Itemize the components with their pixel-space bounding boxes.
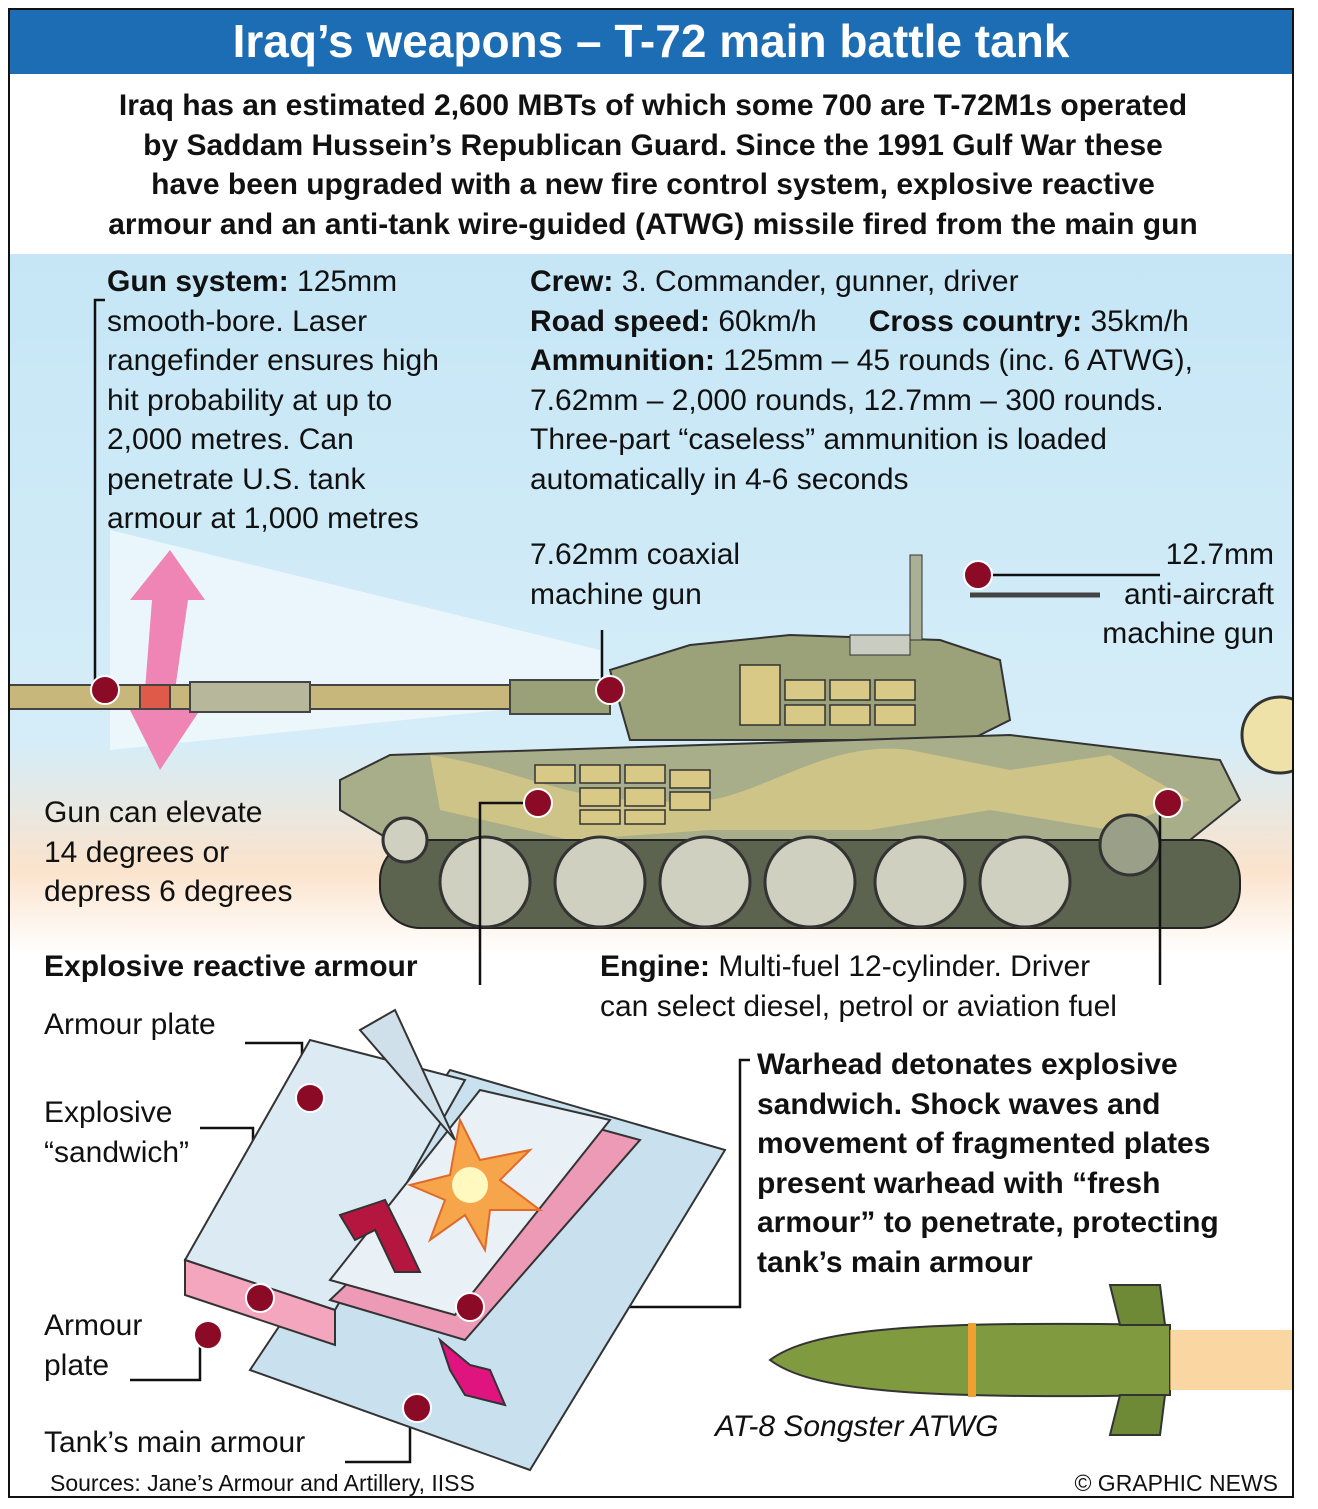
text-line: armour” to penetrate, protecting xyxy=(757,1206,1219,1239)
road-wheels xyxy=(381,813,1162,929)
road-speed-label: Road speed: xyxy=(530,304,711,338)
text-line: 125mm – 45 rounds (inc. 6 ATWG), xyxy=(714,344,1193,377)
page-title: Iraq’s weapons – T-72 main battle tank xyxy=(10,10,1292,74)
gun-system-label: Gun system: xyxy=(107,265,289,298)
text-line: “sandwich” xyxy=(44,1135,190,1169)
text-line: hit probability at up to xyxy=(107,383,393,417)
text-line: plate xyxy=(44,1348,110,1382)
text-line: can select diesel, petrol or aviation fu… xyxy=(600,989,1117,1023)
gun-system-text: Gun system: 125mm smooth-bore. Laser ran… xyxy=(107,262,439,539)
specs-text: Crew: 3. Commander, gunner, driver Road … xyxy=(530,262,1193,499)
ammunition-label: Ammunition: xyxy=(530,344,715,377)
anti-aircraft-label: 12.7mm anti-aircraft machine gun xyxy=(1102,535,1274,654)
cross-country-value: 35km/h xyxy=(1082,304,1189,338)
reactive-armour-blocks xyxy=(739,664,916,726)
text-line: automatically in 4-6 seconds xyxy=(530,462,909,496)
road-speed-value: 60km/h xyxy=(710,304,817,338)
engine-label: Engine: xyxy=(600,950,710,983)
coaxial-label: 7.62mm coaxial machine gun xyxy=(530,535,740,614)
text-line: penetrate U.S. tank xyxy=(107,462,366,496)
crew-label: Crew: xyxy=(530,265,614,298)
text-line: Three-part “caseless” ammunition is load… xyxy=(530,423,1107,456)
text-line: 14 degrees or xyxy=(44,835,230,869)
era-diagram xyxy=(183,1008,727,1472)
text-line: 7.62mm coaxial xyxy=(530,538,741,571)
elevation-text: Gun can elevate 14 degrees or depress 6 … xyxy=(44,793,293,912)
engine-text: Engine: Multi-fuel 12-cylinder. Driver c… xyxy=(600,947,1117,1026)
text-line: depress 6 degrees xyxy=(44,875,293,908)
warhead-text: Warhead detonates explosive sandwich. Sh… xyxy=(757,1045,1219,1282)
text-line: Gun can elevate xyxy=(44,796,263,829)
armour-plate-bottom-label: Armour plate xyxy=(44,1306,142,1385)
text-line: Explosive xyxy=(44,1096,173,1129)
text-line: tank’s main armour xyxy=(757,1245,1033,1279)
searchlight xyxy=(1240,695,1292,775)
missile-illustration xyxy=(768,1284,1292,1436)
text-line: Multi-fuel 12-cylinder. Driver xyxy=(710,950,1091,983)
tank-illustration xyxy=(10,298,1292,1472)
sandwich-label: Explosive “sandwich” xyxy=(44,1093,189,1172)
text-line: armour at 1,000 metres xyxy=(107,502,419,535)
credit: © GRAPHIC NEWS xyxy=(1074,1470,1278,1496)
text-line: sandwich. Shock waves and xyxy=(757,1087,1161,1121)
cross-country-label: Cross country: xyxy=(868,304,1083,338)
text-line: Armour xyxy=(44,1309,143,1342)
text-line: 125mm xyxy=(288,265,398,298)
missile-caption: AT-8 Songster ATWG xyxy=(715,1410,999,1443)
intro-text: Iraq has an estimated 2,600 MBTs of whic… xyxy=(30,86,1276,244)
text-line: machine gun xyxy=(530,577,702,611)
sources: Sources: Jane’s Armour and Artillery, II… xyxy=(50,1470,475,1496)
text-line: smooth-bore. Laser xyxy=(107,304,368,338)
text-line: 7.62mm – 2,000 rounds, 12.7mm – 300 roun… xyxy=(530,383,1164,417)
crew-value: 3. Commander, gunner, driver xyxy=(613,265,1019,298)
era-heading: Explosive reactive armour xyxy=(44,950,418,983)
elevation-arrow-icon xyxy=(130,550,205,770)
text-line: 12.7mm xyxy=(1165,538,1274,571)
text-line: machine gun xyxy=(1102,617,1274,650)
marker-dots xyxy=(90,560,1183,1423)
intro-line: Iraq has an estimated 2,600 MBTs of whic… xyxy=(118,89,1188,122)
intro-line: have been upgraded with a new fire contr… xyxy=(151,168,1155,201)
text-line: Warhead detonates explosive xyxy=(757,1048,1178,1081)
intro-line: by Saddam Hussein’s Republican Guard. Si… xyxy=(143,128,1163,162)
text-line: anti-aircraft xyxy=(1123,577,1274,611)
text-line: present warhead with “fresh xyxy=(757,1166,1161,1200)
intro-line: armour and an anti-tank wire-guided (ATW… xyxy=(108,207,1198,241)
text-line: movement of fragmented plates xyxy=(757,1127,1211,1160)
infographic: Iraq’s weapons – T-72 main battle tank I… xyxy=(8,8,1294,1498)
text-line: rangefinder ensures high xyxy=(107,344,439,377)
text-line: 2,000 metres. Can xyxy=(107,423,354,456)
armour-plate-top-label: Armour plate xyxy=(44,1008,216,1041)
main-armour-label: Tank’s main armour xyxy=(44,1426,306,1459)
